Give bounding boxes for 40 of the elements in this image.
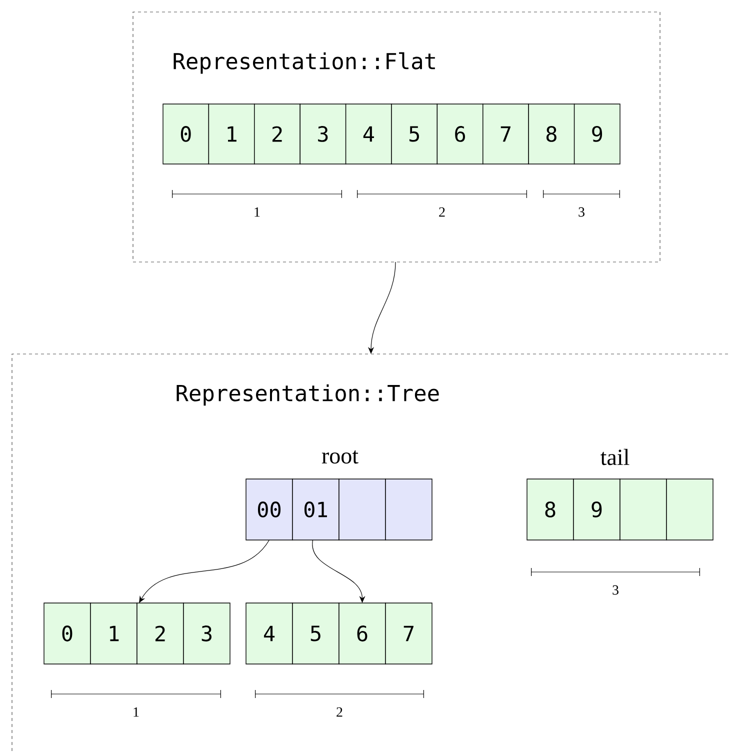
dimension-label: 1 — [134, 707, 139, 717]
empty-cell — [385, 478, 432, 540]
empty-cell — [338, 478, 386, 540]
frame-title: Representation::Flat — [174, 52, 435, 74]
array-cell: 7 — [482, 104, 529, 164]
array-cell: 00 — [246, 478, 293, 540]
array-cell: 01 — [292, 478, 340, 540]
array-cell: 3 — [300, 104, 346, 164]
array-cell: 1 — [90, 602, 138, 664]
dimension-label: 1 — [254, 207, 260, 217]
array-cell: 2 — [254, 104, 300, 164]
dimension-label: 2 — [439, 207, 445, 217]
dimension-label: 3 — [578, 207, 584, 217]
array-cell: 8 — [526, 478, 574, 540]
array-label: root — [322, 450, 358, 464]
array-cell: 5 — [391, 104, 438, 164]
array-label: tail — [600, 448, 630, 466]
empty-cell — [620, 478, 667, 540]
array-cell: 8 — [528, 104, 575, 164]
array-cell: 7 — [385, 602, 432, 664]
array-cell: 9 — [574, 104, 620, 164]
dimension-label: 2 — [336, 707, 342, 717]
array-cell: 4 — [345, 104, 392, 164]
array-cell: 9 — [573, 478, 620, 540]
arrow — [139, 540, 270, 603]
arrow — [312, 540, 366, 603]
empty-cell — [666, 478, 714, 540]
array-cell: 0 — [162, 104, 210, 164]
array-cell: 0 — [44, 602, 91, 664]
dashed-frame — [132, 12, 660, 262]
dimension-label: 3 — [612, 585, 618, 595]
array-cell: 2 — [136, 602, 184, 664]
array-cell: 6 — [436, 104, 484, 164]
array-cell: 6 — [338, 602, 386, 664]
array-cell: 5 — [292, 602, 340, 664]
array-cell: 3 — [183, 602, 230, 664]
frame-title: Representation::Tree — [176, 384, 439, 406]
array-cell: 1 — [208, 104, 255, 164]
array-cell: 4 — [246, 602, 293, 664]
dashed-frame — [12, 354, 729, 754]
